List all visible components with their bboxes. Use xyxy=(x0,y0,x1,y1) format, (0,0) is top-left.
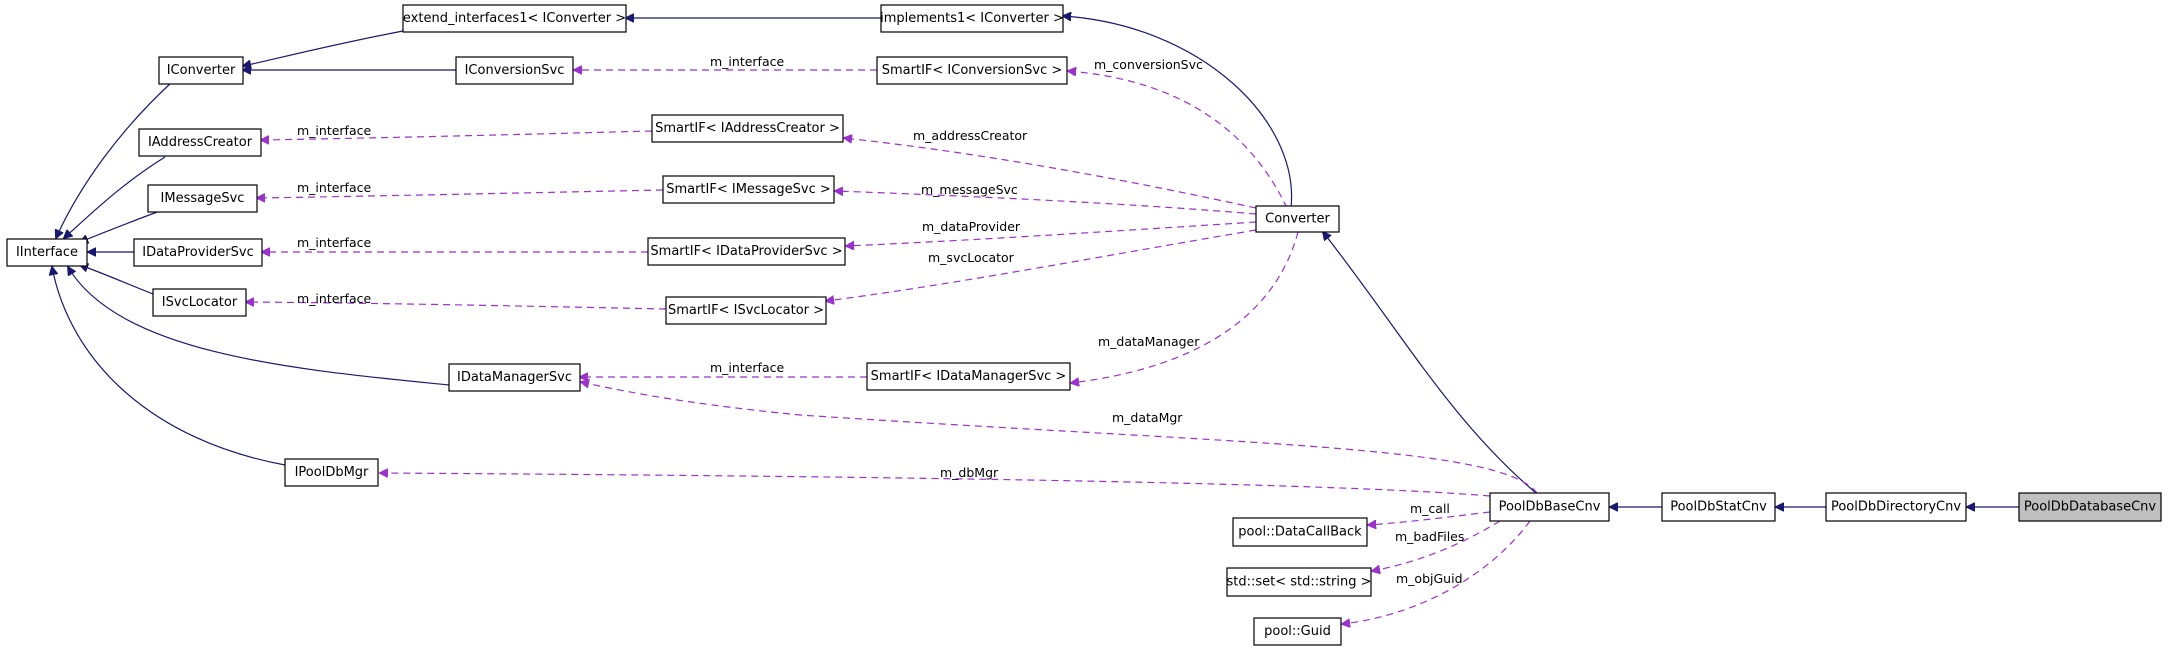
node-label: SmartIF< IConversionSvc > xyxy=(882,63,1063,78)
edge-pooldbbasecnv-m_badFiles xyxy=(1372,520,1501,571)
edge-label-m_svcLocator: m_svcLocator xyxy=(928,250,1015,265)
node-label: IMessageSvc xyxy=(161,191,245,206)
node-stdset[interactable]: std::set< std::string > xyxy=(1226,567,1372,597)
node-label: IPoolDbMgr xyxy=(295,465,369,480)
edge-converter-m_svcLocator xyxy=(826,229,1257,301)
node-label: SmartIF< IDataManagerSvc > xyxy=(871,369,1067,384)
node-label: SmartIF< IDataProviderSvc > xyxy=(650,244,842,259)
node-label: SmartIF< IMessageSvc > xyxy=(666,182,831,197)
node-iaddresscreator[interactable]: IAddressCreator xyxy=(138,128,262,157)
edge-labels: m_interface m_conversionSvc m_interface … xyxy=(297,54,1464,586)
node-label: IDataManagerSvc xyxy=(457,370,572,385)
node-poolguid[interactable]: pool::Guid xyxy=(1253,617,1342,646)
node-idataprovidersvc[interactable]: IDataProviderSvc xyxy=(133,238,263,267)
node-extend-interfaces[interactable]: extend_interfaces1< IConverter > xyxy=(402,4,627,33)
node-idatamanagersvc[interactable]: IDataManagerSvc xyxy=(448,363,581,392)
edge-pooldbbasecnv-m_dbMgr xyxy=(380,473,1491,497)
node-pooldbbasecnv[interactable]: PoolDbBaseCnv xyxy=(1489,492,1610,522)
edge-ipooldbmgr-to-iinterface xyxy=(52,267,286,466)
node-imessagesvc[interactable]: IMessageSvc xyxy=(147,184,258,213)
edge-label-m_interface: m_interface xyxy=(297,291,371,306)
node-converter[interactable]: Converter xyxy=(1255,205,1340,233)
edge-label-m_dataManager: m_dataManager xyxy=(1098,334,1200,349)
node-label: IAddressCreator xyxy=(148,135,253,150)
edge-label-m_dbMgr: m_dbMgr xyxy=(940,465,999,480)
node-label: extend_interfaces1< IConverter > xyxy=(403,11,626,26)
edge-converter-m_addressCreator xyxy=(844,138,1257,209)
edge-label-m_dataMgr: m_dataMgr xyxy=(1112,410,1183,425)
edge-extend-to-iconverter xyxy=(243,30,404,66)
edge-imessagesvc-to-iinterface xyxy=(80,210,161,242)
node-label: pool::Guid xyxy=(1264,624,1331,639)
node-label: PoolDbBaseCnv xyxy=(1499,500,1601,515)
node-label: ISvcLocator xyxy=(162,295,238,310)
edge-smartif-messagesvc-m_interface xyxy=(257,189,664,198)
edge-label-m_interface: m_interface xyxy=(297,123,371,138)
member-edges xyxy=(246,70,1538,624)
edge-pooldbbasecnv-m_dataMgr xyxy=(581,382,1538,494)
node-label: PoolDbStatCnv xyxy=(1670,500,1767,515)
edge-label-m_badFiles: m_badFiles xyxy=(1395,529,1464,544)
edge-label-m_interface: m_interface xyxy=(710,54,784,69)
node-label: PoolDbDirectoryCnv xyxy=(1831,500,1961,515)
node-implements1[interactable]: implements1< IConverter > xyxy=(880,4,1064,33)
edge-smartif-svclocator-m_interface xyxy=(246,302,667,310)
node-label: implements1< IConverter > xyxy=(880,11,1064,26)
node-pooldbdirectorycnv[interactable]: PoolDbDirectoryCnv xyxy=(1825,492,1967,522)
edge-label-m_messageSvc: m_messageSvc xyxy=(921,182,1018,197)
edge-iaddresscreator-to-iinterface xyxy=(64,156,166,238)
edge-converter-m_dataProvider xyxy=(846,221,1257,246)
node-smartif-conversionsvc[interactable]: SmartIF< IConversionSvc > xyxy=(876,56,1068,85)
nodes: IInterface IConverter IAddressCreator IM… xyxy=(6,4,2162,646)
edge-isvclocator-to-iinterface xyxy=(80,265,154,295)
node-label: SmartIF< ISvcLocator > xyxy=(668,303,824,318)
node-datacallback[interactable]: pool::DataCallBack xyxy=(1232,517,1368,547)
node-label: PoolDbDatabaseCnv xyxy=(2024,500,2157,515)
node-ipooldbmgr[interactable]: IPoolDbMgr xyxy=(284,458,379,487)
edge-label-m_call: m_call xyxy=(1410,501,1450,516)
node-pooldbstatcnv[interactable]: PoolDbStatCnv xyxy=(1661,492,1776,522)
node-smartif-datamanagersvc[interactable]: SmartIF< IDataManagerSvc > xyxy=(866,362,1071,391)
edge-converter-m_dataManager xyxy=(1071,231,1299,383)
node-smartif-messagesvc[interactable]: SmartIF< IMessageSvc > xyxy=(662,175,835,204)
inheritance-edges xyxy=(52,16,2019,507)
edge-iconverter-to-iinterface xyxy=(56,81,173,238)
edge-pooldbbasecnv-m_call xyxy=(1368,511,1491,525)
node-label: IConverter xyxy=(167,63,236,78)
node-pooldbdatabasecnv[interactable]: PoolDbDatabaseCnv xyxy=(2018,492,2162,522)
edge-label-m_interface: m_interface xyxy=(710,360,784,375)
edge-pooldbbasecnv-m_objGuid xyxy=(1342,520,1531,624)
edge-pooldbbasecnv-to-converter xyxy=(1323,232,1537,494)
edge-label-m_addressCreator: m_addressCreator xyxy=(913,128,1028,143)
node-label: Converter xyxy=(1265,212,1330,227)
edge-label-m_conversionSvc: m_conversionSvc xyxy=(1094,57,1203,72)
node-iconverter[interactable]: IConverter xyxy=(158,56,244,85)
node-isvclocator[interactable]: ISvcLocator xyxy=(152,288,247,317)
edge-label-m_interface: m_interface xyxy=(297,235,371,250)
node-smartif-addresscreator[interactable]: SmartIF< IAddressCreator > xyxy=(651,114,844,143)
node-label: std::set< std::string > xyxy=(1227,575,1372,590)
node-smartif-dataprovidersvc[interactable]: SmartIF< IDataProviderSvc > xyxy=(647,237,846,266)
node-iconversionsvc[interactable]: IConversionSvc xyxy=(455,56,574,85)
node-label: IDataProviderSvc xyxy=(142,245,254,260)
node-label: SmartIF< IAddressCreator > xyxy=(655,121,840,136)
node-iinterface[interactable]: IInterface xyxy=(6,238,88,267)
edge-label-m_interface: m_interface xyxy=(297,180,371,195)
edge-label-m_objGuid: m_objGuid xyxy=(1396,571,1463,586)
node-smartif-svclocator[interactable]: SmartIF< ISvcLocator > xyxy=(665,296,827,325)
node-label: IConversionSvc xyxy=(465,63,565,78)
edge-converter-to-implements xyxy=(1063,16,1293,209)
node-label: pool::DataCallBack xyxy=(1238,525,1362,540)
edge-label-m_dataProvider: m_dataProvider xyxy=(922,219,1021,234)
edge-converter-m_conversionSvc xyxy=(1068,71,1288,209)
edge-idatamanagersvc-to-iinterface xyxy=(68,267,450,386)
edge-smartif-addresscreator-m_interface xyxy=(261,130,653,140)
node-label: IInterface xyxy=(16,245,78,260)
